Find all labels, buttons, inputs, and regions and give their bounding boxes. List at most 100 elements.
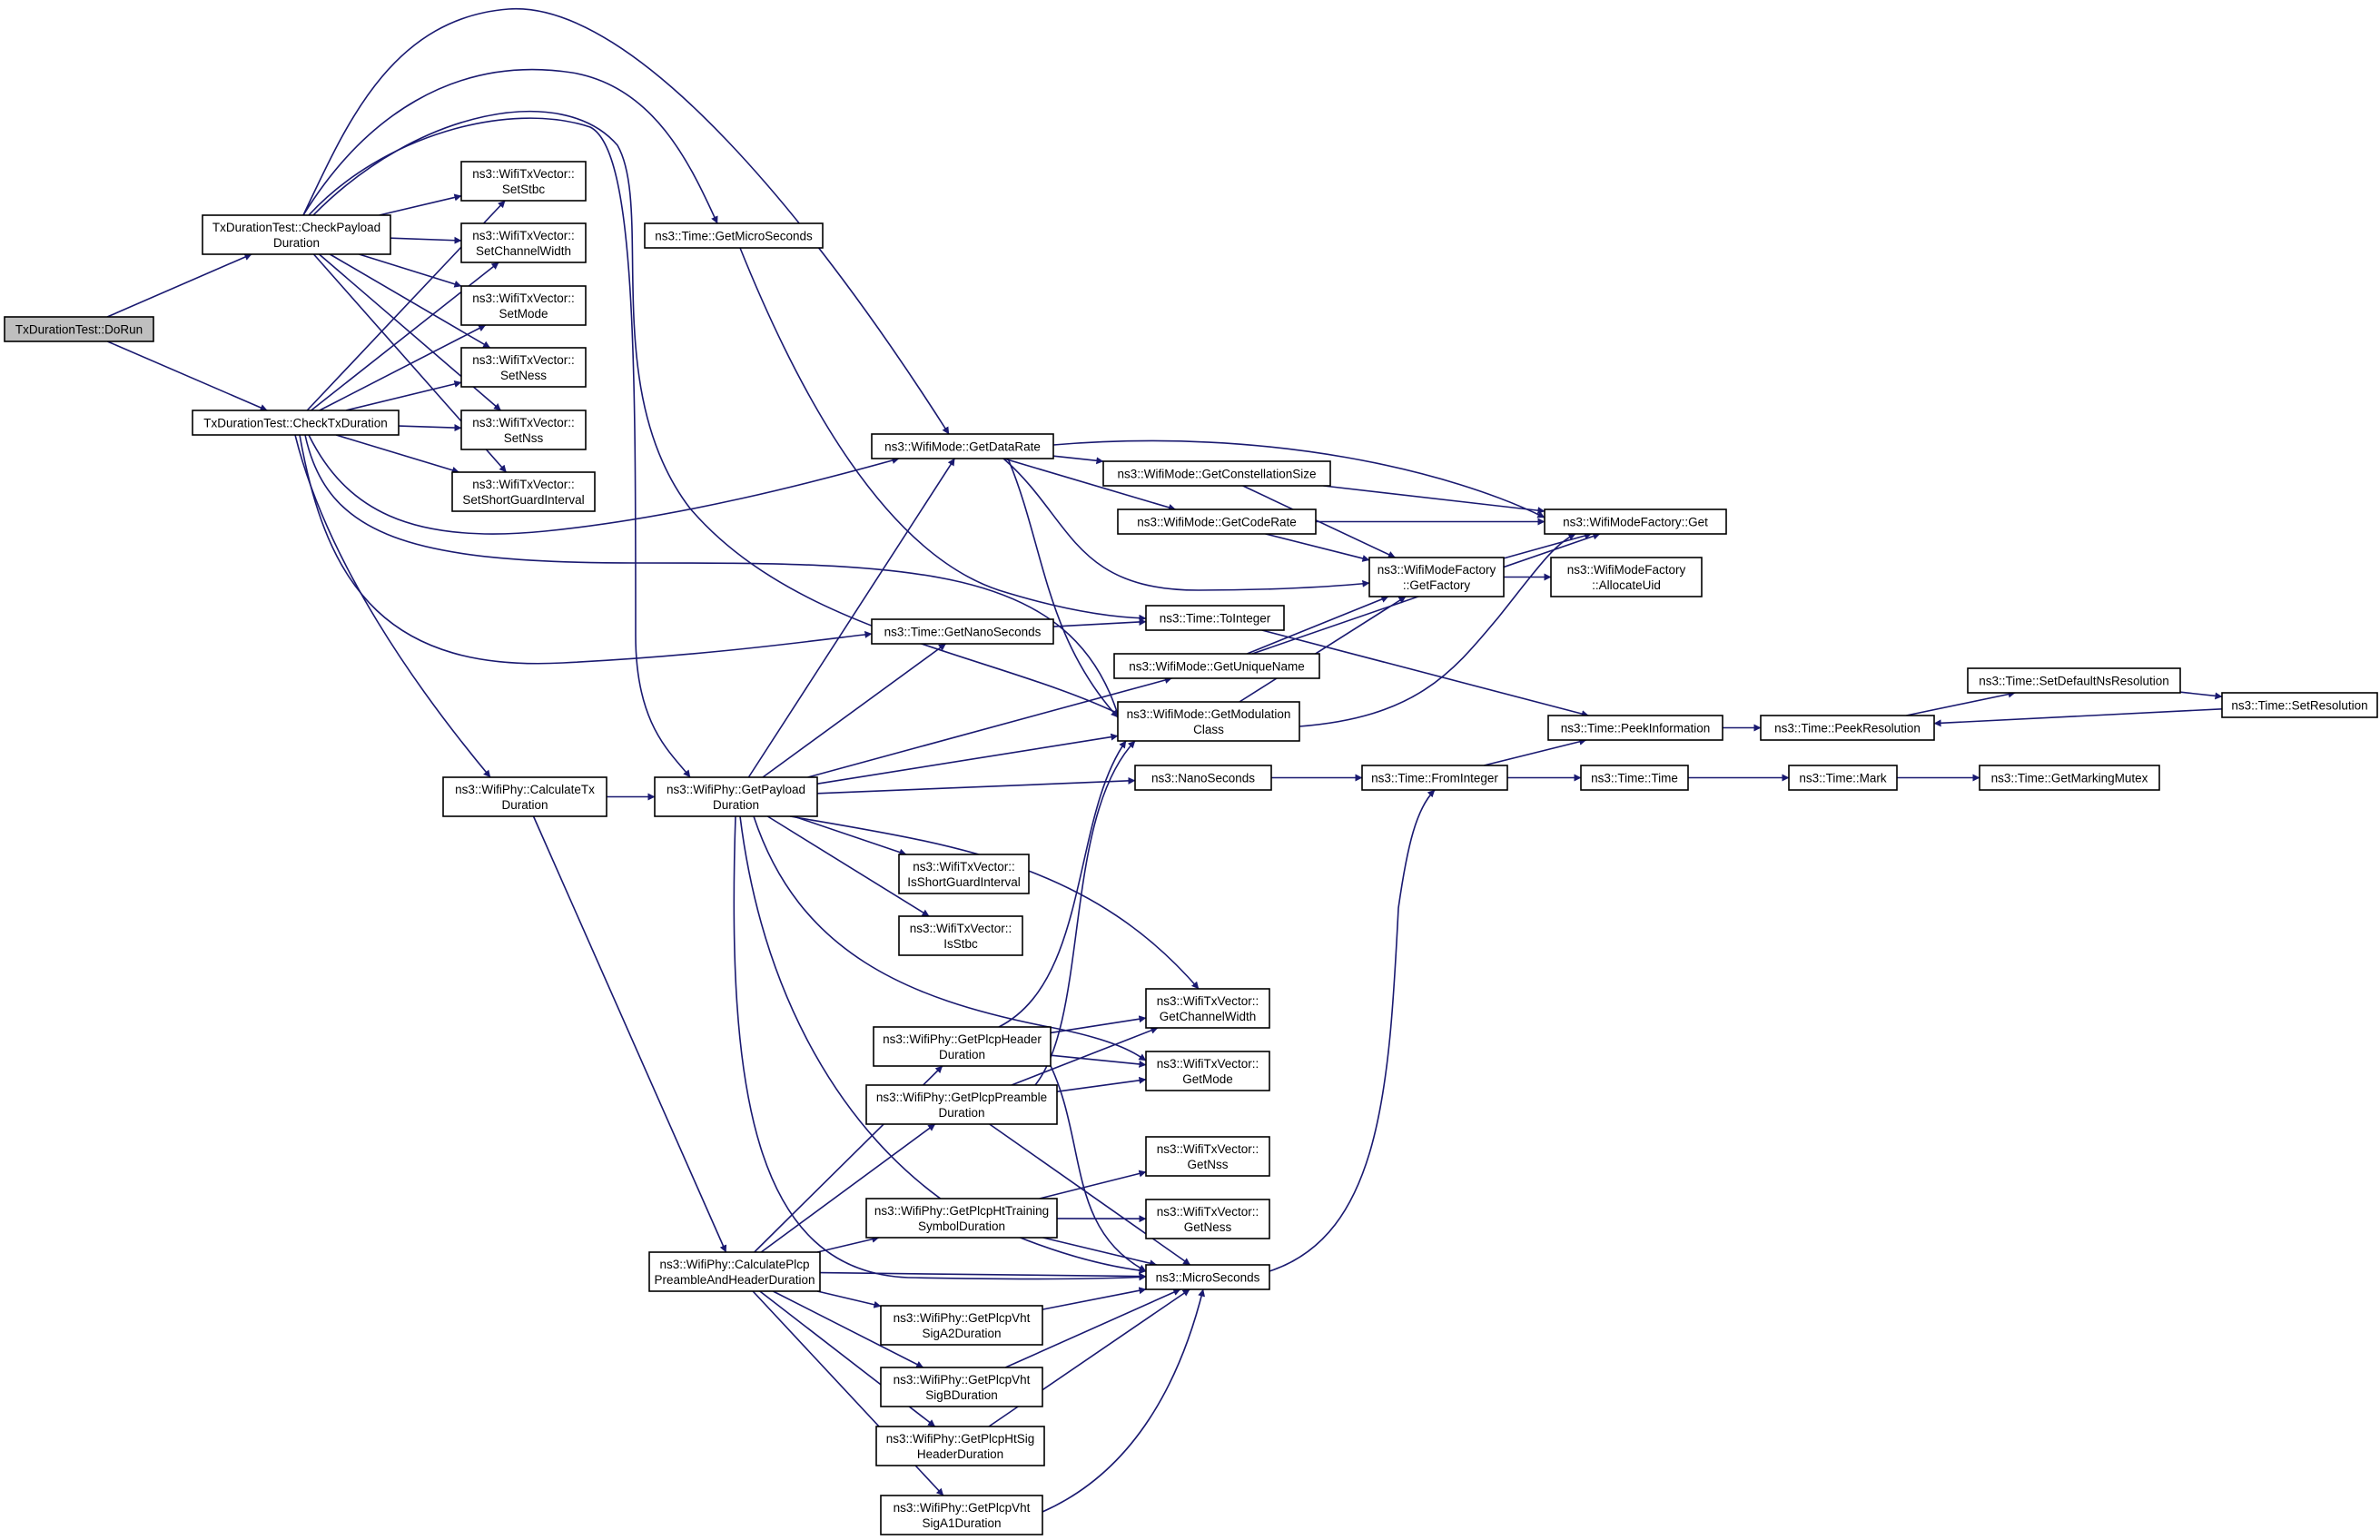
edge-getpayload-to-getmodclass [816, 733, 1119, 785]
node-box [875, 1426, 1045, 1466]
node-checktx[interactable]: TxDurationTest::CheckTxDuration [192, 410, 400, 436]
node-setmode[interactable]: ns3::WifiTxVector::SetMode [460, 285, 587, 326]
node-label: GetChannelWidth [1160, 1010, 1257, 1023]
node-nanoseconds[interactable]: ns3::NanoSeconds [1134, 765, 1272, 791]
node-allocuid[interactable]: ns3::WifiModeFactory::AllocateUid [1550, 557, 1703, 597]
node-issgi[interactable]: ns3::WifiTxVector::IsShortGuardInterval [898, 854, 1030, 894]
node-box [1145, 605, 1285, 631]
node-getuniquename[interactable]: ns3::WifiMode::GetUniqueName [1113, 653, 1320, 679]
edge-checkpayload-to-getdatarate [302, 8, 950, 435]
node-factoryget[interactable]: ns3::WifiModeFactory::Get [1544, 508, 1727, 535]
node-box [1361, 765, 1508, 791]
node-label: ns3::Time::GetMarkingMutex [1991, 772, 2148, 785]
node-peekinfo[interactable]: ns3::Time::PeekInformation [1547, 715, 1723, 741]
node-setnss[interactable]: ns3::WifiTxVector::SetNss [460, 410, 587, 450]
edge-getdatarate-to-getconst [1052, 455, 1104, 465]
node-setness[interactable]: ns3::WifiTxVector::SetNess [460, 347, 587, 388]
edge-frominteger-to-peekinfo [1484, 737, 1587, 766]
node-getmode[interactable]: ns3::WifiTxVector::GetMode [1145, 1051, 1270, 1091]
edge-calctx-to-calcplcp [532, 815, 727, 1253]
edge-getmicro-to-tointeger [739, 247, 1147, 622]
nodes: TxDurationTest::DoRunTxDurationTest::Che… [4, 161, 2378, 1535]
node-box [1117, 508, 1317, 535]
node-label: ns3::WifiTxVector:: [472, 167, 575, 181]
node-setstbc[interactable]: ns3::WifiTxVector::SetStbc [460, 161, 587, 202]
node-getdatarate[interactable]: ns3::WifiMode::GetDataRate [871, 433, 1054, 459]
edge-checkpayload-to-getmicro [302, 68, 718, 224]
node-box [1102, 460, 1331, 487]
node-label: Duration [713, 798, 759, 812]
node-getmarkingmutex[interactable]: ns3::Time::GetMarkingMutex [1979, 765, 2160, 791]
node-label: SetShortGuardInterval [462, 493, 584, 507]
node-getmicro[interactable]: ns3::Time::GetMicroSeconds [644, 222, 824, 249]
edge-sigA2-to-microseconds [1042, 1287, 1147, 1310]
node-box [880, 1305, 1043, 1346]
node-getchannelwidth[interactable]: ns3::WifiTxVector::GetChannelWidth [1145, 988, 1270, 1029]
node-box [865, 1198, 1058, 1239]
node-getnss[interactable]: ns3::WifiTxVector::GetNss [1145, 1136, 1270, 1177]
node-setsgi[interactable]: ns3::WifiTxVector::SetShortGuardInterval [451, 471, 596, 512]
node-label: ns3::WifiMode::GetModulation [1127, 707, 1291, 721]
edge-plcppreamble-to-getchannelwidth [1011, 1027, 1159, 1086]
node-label: ns3::WifiTxVector:: [913, 860, 1015, 874]
node-setresolution[interactable]: ns3::Time::SetResolution [2221, 692, 2378, 718]
edge-plcpheader-to-getchannelwidth [1050, 1015, 1147, 1034]
node-box [644, 222, 824, 249]
node-label: GetNess [1184, 1220, 1232, 1234]
node-box [865, 1084, 1058, 1125]
edge-getdatarate-to-getfactory [1002, 458, 1370, 591]
node-setchannelwidth[interactable]: ns3::WifiTxVector::SetChannelWidth [460, 222, 587, 263]
node-box [654, 776, 818, 817]
node-timetime[interactable]: ns3::Time::Time [1580, 765, 1689, 791]
node-label: ::GetFactory [1403, 578, 1471, 592]
edge-getpayload-to-issgi [793, 815, 907, 856]
node-label: ns3::WifiModeFactory [1378, 563, 1496, 577]
node-label: GetNss [1187, 1158, 1228, 1171]
edge-checktx-to-setness [345, 380, 462, 411]
node-label: ns3::WifiPhy::GetPlcpPreamble [876, 1091, 1047, 1104]
node-label: ns3::Time::Time [1591, 772, 1678, 785]
node-tointeger[interactable]: ns3::Time::ToInteger [1145, 605, 1285, 631]
node-calcplcp[interactable]: ns3::WifiPhy::CalculatePlcpPreambleAndHe… [648, 1251, 821, 1292]
node-dorun[interactable]: TxDurationTest::DoRun [4, 316, 154, 342]
node-label: ns3::WifiTxVector:: [1157, 1057, 1259, 1071]
node-getfactory[interactable]: ns3::WifiModeFactory::GetFactory [1368, 557, 1505, 597]
edge-getuniquename-to-getfactory [1246, 596, 1389, 655]
node-getcoderate[interactable]: ns3::WifiMode::GetCodeRate [1117, 508, 1317, 535]
node-microseconds[interactable]: ns3::MicroSeconds [1145, 1264, 1270, 1290]
node-label: SigA1Duration [922, 1516, 1001, 1530]
node-setdefaultns[interactable]: ns3::Time::SetDefaultNsResolution [1967, 667, 2181, 694]
edge-getpayload-to-getchannelwidth [789, 815, 1200, 990]
node-box [871, 618, 1054, 645]
node-label: SetChannelWidth [476, 244, 571, 258]
node-frominteger[interactable]: ns3::Time::FromInteger [1361, 765, 1508, 791]
edge-peekres-to-setdefaultns [1906, 690, 2016, 716]
node-box [1760, 715, 1935, 741]
node-plcphttraining[interactable]: ns3::WifiPhy::GetPlcpHtTrainingSymbolDur… [865, 1198, 1058, 1239]
edge-plcphttraining-to-microseconds [1042, 1237, 1158, 1268]
node-getnano[interactable]: ns3::Time::GetNanoSeconds [871, 618, 1054, 645]
node-peekres[interactable]: ns3::Time::PeekResolution [1760, 715, 1935, 741]
node-getconst[interactable]: ns3::WifiMode::GetConstellationSize [1102, 460, 1331, 487]
node-label: SigA2Duration [922, 1327, 1001, 1340]
node-mark[interactable]: ns3::Time::Mark [1788, 765, 1898, 791]
edge-sigA1-to-microseconds [1042, 1288, 1206, 1513]
edge-plcpheader-to-getmode [1050, 1054, 1147, 1068]
node-getness[interactable]: ns3::WifiTxVector::GetNess [1145, 1199, 1270, 1239]
node-box [1788, 765, 1898, 791]
edge-getpayload-to-microseconds [739, 815, 1147, 1275]
node-box [1134, 765, 1272, 791]
node-isstbc[interactable]: ns3::WifiTxVector::IsStbc [898, 915, 1023, 956]
edge-microseconds-to-frominteger [1269, 789, 1436, 1272]
